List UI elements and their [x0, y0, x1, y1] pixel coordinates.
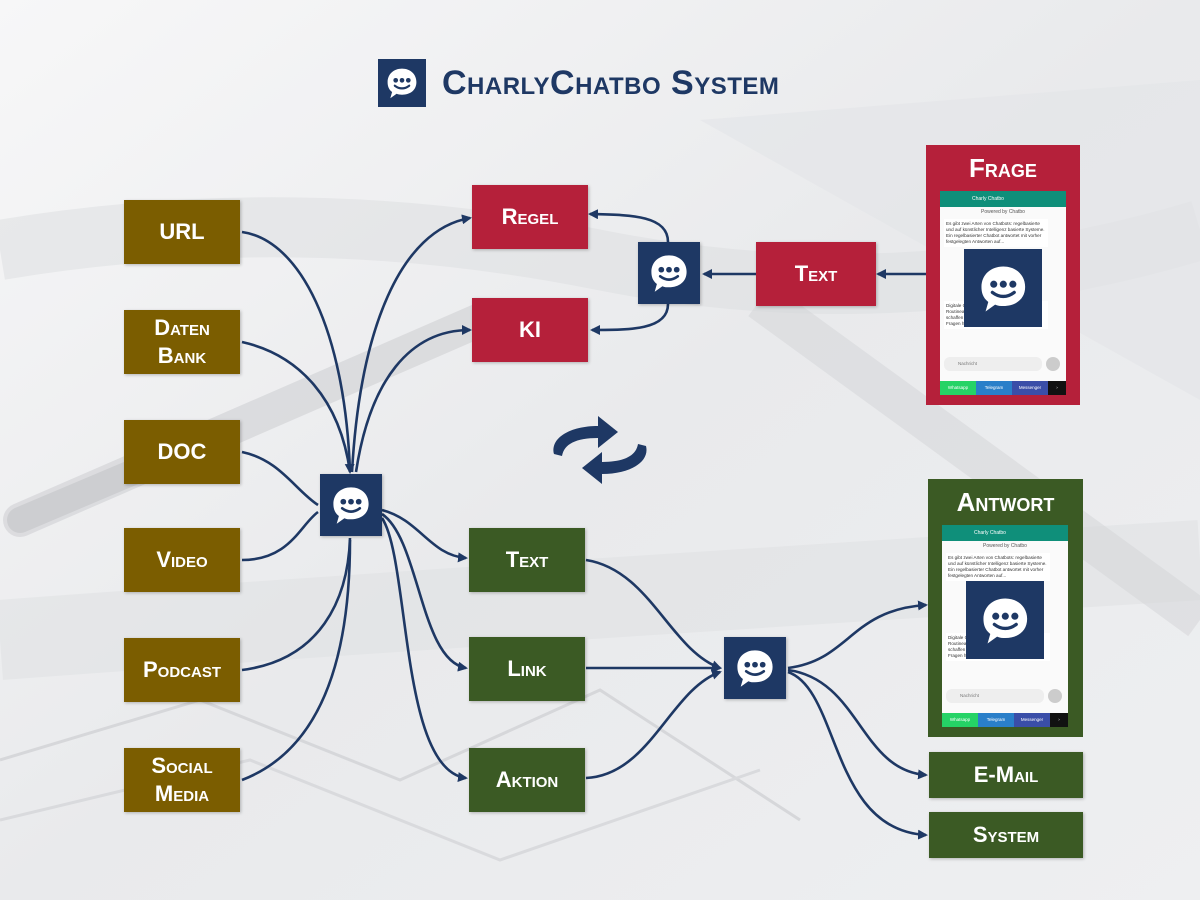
sync-cycle-icon: [553, 416, 647, 484]
antwort-title: Antwort: [956, 487, 1055, 517]
hub-processing-icon: [638, 242, 700, 304]
chat-name: Charly Chatbo: [972, 196, 1004, 202]
hub-output-icon: [724, 637, 786, 699]
chatbot-overlay-icon: [964, 249, 1042, 327]
source-socialmedia: Social Media: [124, 748, 240, 812]
tab-telegram[interactable]: Telegram: [978, 713, 1014, 727]
source-video: Video: [124, 528, 240, 592]
source-url: URL: [124, 200, 240, 264]
output-system: System: [929, 812, 1083, 858]
chat-header: Charly Chatbo: [942, 525, 1068, 541]
chatbot-logo-icon: [378, 59, 426, 107]
source-socialmedia-label: Social Media: [151, 753, 213, 806]
source-datenbank-label: Daten Bank: [154, 315, 210, 368]
process-regel: Regel: [472, 185, 588, 249]
output-link: Link: [469, 637, 585, 701]
process-text-input: Text: [756, 242, 876, 306]
chat-message: Es gibt zwei Arten von Chatbots: regelba…: [946, 553, 1050, 581]
tab-telegram[interactable]: Telegram: [976, 381, 1012, 395]
output-aktion: Aktion: [469, 748, 585, 812]
chat-tabs: Whatsapp Telegram Messenger ›: [940, 381, 1066, 395]
tab-messenger[interactable]: Messenger: [1012, 381, 1048, 395]
tab-whatsapp[interactable]: Whatsapp: [942, 713, 978, 727]
send-icon[interactable]: [1048, 689, 1062, 703]
chat-tabs: Whatsapp Telegram Messenger ›: [942, 713, 1068, 727]
chat-message: Es gibt zwei Arten von Chatbots: regelba…: [944, 219, 1048, 247]
chat-name: Charly Chatbo: [974, 530, 1006, 536]
source-datenbank: Daten Bank: [124, 310, 240, 374]
source-podcast: Podcast: [124, 638, 240, 702]
frage-panel: Frage Charly Chatbo Powered by Chatbo Es…: [926, 145, 1080, 405]
send-icon[interactable]: [1046, 357, 1060, 371]
frage-title: Frage: [969, 153, 1037, 183]
tab-more[interactable]: ›: [1048, 381, 1066, 395]
tab-more[interactable]: ›: [1050, 713, 1068, 727]
output-text: Text: [469, 528, 585, 592]
powered-by: Powered by Chatbo: [981, 209, 1025, 215]
output-email: E-Mail: [929, 752, 1083, 798]
hub-input-icon: [320, 474, 382, 536]
powered-by: Powered by Chatbo: [983, 543, 1027, 549]
source-doc: DOC: [124, 420, 240, 484]
chat-input[interactable]: Nachricht: [946, 689, 1044, 703]
tab-whatsapp[interactable]: Whatsapp: [940, 381, 976, 395]
header: CharlyChatbo System: [378, 58, 779, 108]
chatbot-overlay-icon: [966, 581, 1044, 659]
antwort-panel: Antwort Charly Chatbo Powered by Chatbo …: [928, 479, 1083, 737]
process-ki: KI: [472, 298, 588, 362]
chat-input[interactable]: Nachricht: [944, 357, 1042, 371]
chat-header: Charly Chatbo: [940, 191, 1066, 207]
tab-messenger[interactable]: Messenger: [1014, 713, 1050, 727]
page-title: CharlyChatbo System: [442, 63, 780, 102]
